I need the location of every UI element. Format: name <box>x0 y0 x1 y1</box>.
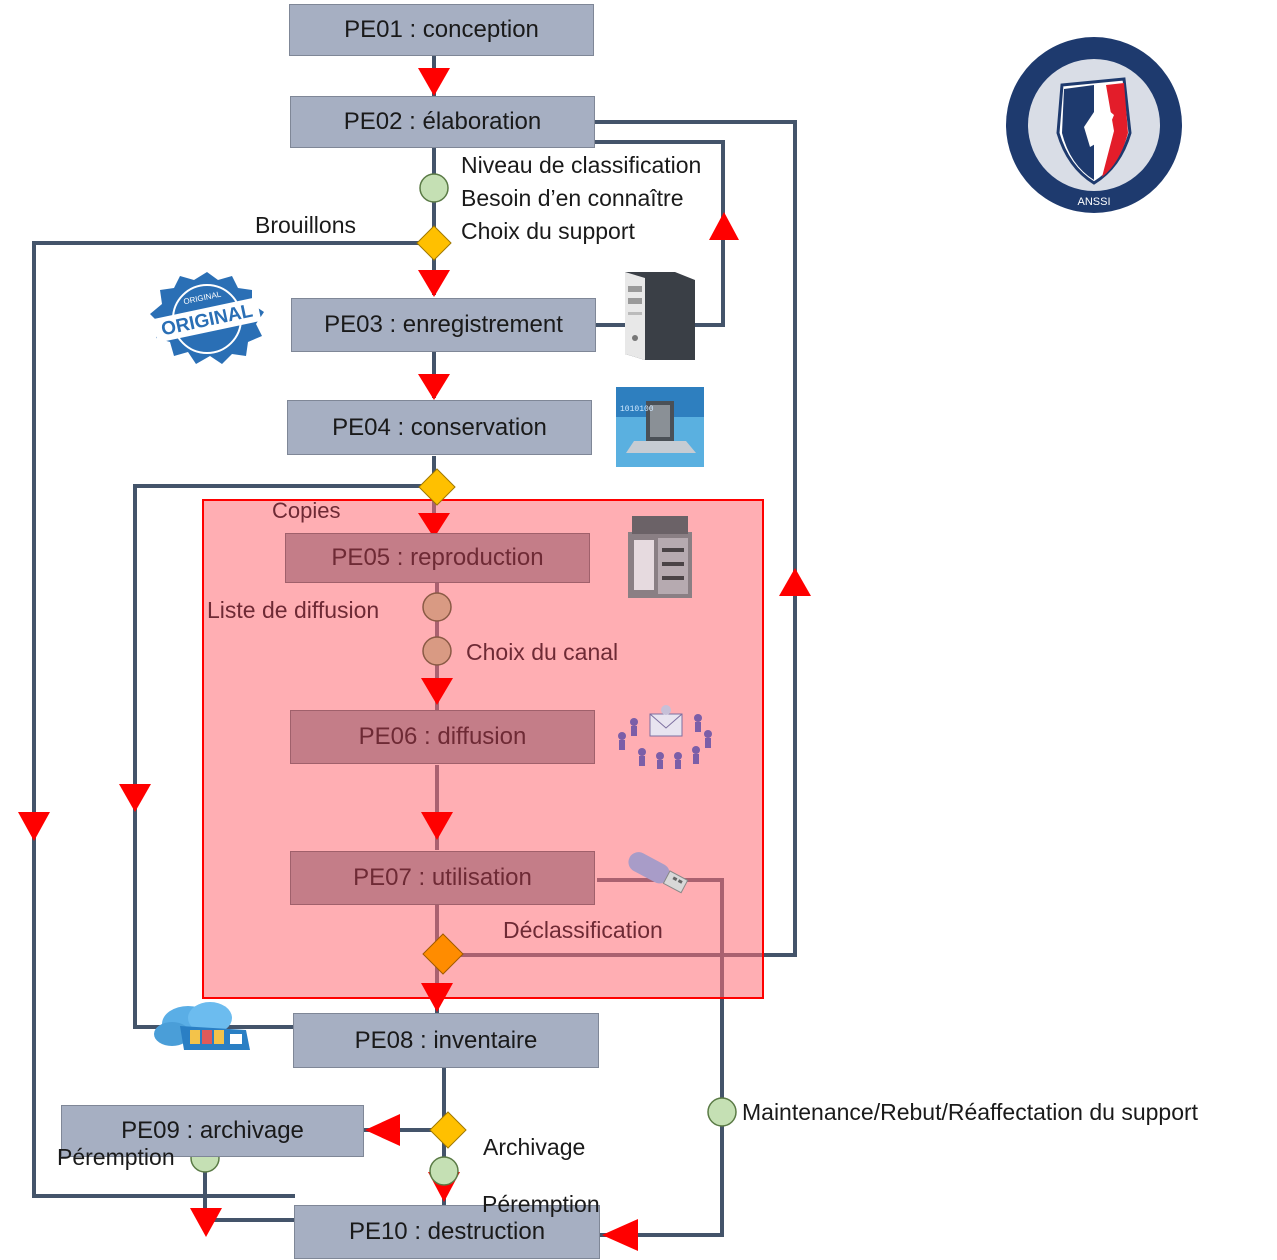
anssi-acronym: ANSSI <box>1077 196 1110 208</box>
label-peremption-left: Péremption <box>57 1144 175 1170</box>
process-pe10-label: PE10 : destruction <box>348 1218 546 1245</box>
process-pe01-label: PE01 : conception <box>344 16 539 43</box>
process-pe08: PE08 : inventaire <box>293 1013 599 1068</box>
arrow-up-declass <box>779 568 811 596</box>
decision-declassification <box>422 933 464 975</box>
decision-brouillons <box>416 225 452 261</box>
vault-server-icon: 1010100 <box>616 387 704 467</box>
connector-maintenance <box>707 1097 737 1127</box>
connector-classification <box>419 173 449 203</box>
anssi-shield-blue <box>1062 85 1094 180</box>
arrow-to-pe06 <box>421 678 453 705</box>
process-pe03-label: PE03 : enregistrement <box>324 311 563 338</box>
process-pe06: PE06 : diffusion <box>290 710 595 764</box>
label-maintenance: Maintenance/Rebut/Réaffectation du suppo… <box>742 1099 1199 1125</box>
label-choix-canal: Choix du canal <box>466 639 619 665</box>
process-pe01: PE01 : conception <box>289 4 594 56</box>
arrow-pe01-pe02 <box>418 68 450 96</box>
copier-icon <box>628 516 692 598</box>
label-copies: Copies <box>272 498 341 523</box>
arrow-to-pe07 <box>421 812 453 840</box>
anssi-france-shape <box>1084 103 1114 147</box>
arrow-brouillons <box>18 812 50 841</box>
label-liste-diffusion: Liste de diffusion <box>207 597 380 623</box>
arrow-to-pe03 <box>418 270 450 297</box>
arrow-up-storage <box>709 212 739 240</box>
process-pe09-label: PE09 : archivage <box>121 1117 304 1144</box>
label-niveau-classification: Niveau de classification <box>461 152 702 178</box>
process-pe03: PE03 : enregistrement <box>291 298 596 352</box>
process-pe09: PE09 : archivage <box>61 1105 364 1157</box>
process-pe05-label: PE05 : reproduction <box>331 544 544 571</box>
label-choix-support: Choix du support <box>461 218 635 244</box>
cloud-storage-icon <box>154 1002 250 1050</box>
process-pe04-label: PE04 : conservation <box>332 413 547 441</box>
anssi-logo: ANSSI <box>1006 37 1182 213</box>
process-pe02-label: PE02 : élaboration <box>343 108 542 135</box>
label-brouillons: Brouillons <box>255 212 356 238</box>
process-pe07-label: PE07 : utilisation <box>353 864 532 891</box>
process-pe05: PE05 : reproduction <box>285 533 590 583</box>
process-pe02: PE02 : élaboration <box>290 96 595 148</box>
computer-tower-icon <box>625 272 695 360</box>
brouillons-path <box>32 241 434 1198</box>
connector-choix-canal <box>422 636 452 666</box>
connector-liste-diffusion <box>422 592 452 622</box>
arrow-maintenance <box>602 1219 638 1251</box>
connector-peremption-right <box>429 1156 459 1186</box>
anssi-shield-red <box>1102 83 1128 177</box>
arrow-peremption-left <box>190 1208 222 1237</box>
label-archivage: Archivage <box>483 1134 586 1160</box>
decision-copies <box>418 468 456 506</box>
svg-text:1010100: 1010100 <box>620 405 654 414</box>
label-declassification: Déclassification <box>503 917 663 943</box>
arrow-copies-loop <box>119 784 151 812</box>
decision-archivage <box>429 1111 467 1149</box>
arrow-to-pe04 <box>418 374 450 400</box>
process-pe07: PE07 : utilisation <box>290 851 595 905</box>
process-pe08-label: PE08 : inventaire <box>354 1026 538 1054</box>
process-pe10: PE10 : destruction <box>294 1205 600 1259</box>
label-besoin-connaitre: Besoin d’en connaître <box>461 185 684 211</box>
arrow-to-pe09 <box>365 1114 400 1146</box>
usb-key-icon <box>628 852 689 894</box>
diffusion-people-icon <box>618 705 712 769</box>
process-pe06-label: PE06 : diffusion <box>358 723 527 750</box>
label-peremption-right: Péremption <box>482 1191 600 1217</box>
arrow-to-pe05 <box>418 513 450 538</box>
arrow-to-pe08 <box>421 983 453 1012</box>
process-pe04: PE04 : conservation <box>287 400 592 455</box>
original-stamp: ORIGINAL ORIGINAL <box>150 272 264 364</box>
